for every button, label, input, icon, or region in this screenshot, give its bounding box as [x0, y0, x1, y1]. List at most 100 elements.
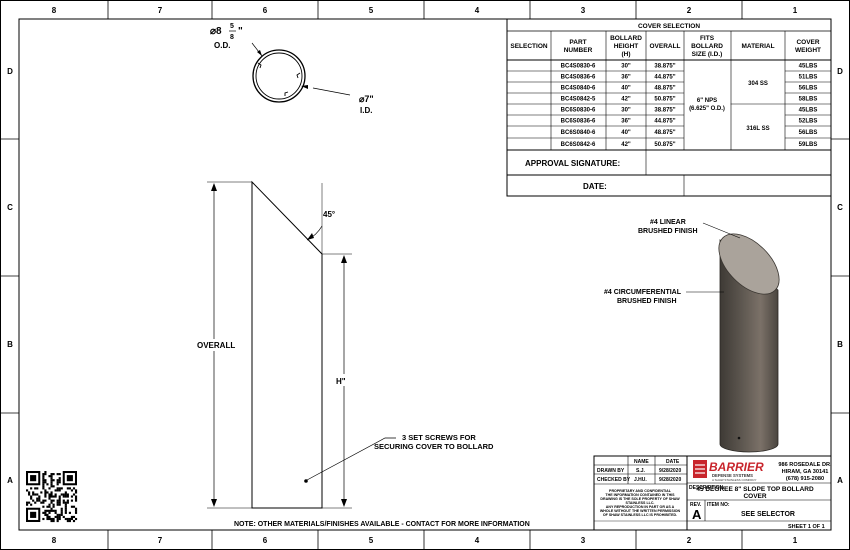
item-label: ITEM NO:	[707, 502, 730, 508]
bottom-note: NOTE: OTHER MATERIALS/FINISHES AVAILABLE…	[234, 521, 530, 528]
part-number-cell: BC4S0842-5	[561, 97, 596, 103]
cover-weight-cell: 58LBS	[799, 97, 818, 103]
header-part-number: NUMBER	[564, 47, 593, 54]
overall-cell: 48.875"	[654, 130, 675, 136]
bollard-height-cell: 40"	[621, 86, 631, 92]
fits-size: 6" NPS	[697, 98, 717, 104]
bollard-height-cell: 30"	[621, 108, 631, 114]
company-address: HIRAM, GA 30141	[782, 469, 829, 475]
zone-col-top: 2	[687, 6, 692, 15]
header-cover-weight: COVER	[796, 39, 819, 46]
svg-text:ANY REPRODUCTION IN PART OR AS: ANY REPRODUCTION IN PART OR AS A	[606, 505, 675, 509]
part-number-cell: BC6S0836-6	[561, 119, 596, 125]
company-address: (678) 915-2080	[786, 476, 824, 482]
header-bollard-height: BOLLARD	[610, 35, 642, 42]
company-logo: BARRIER DEFENSE SYSTEMS A SHAW STAINLESS…	[693, 460, 764, 482]
bollard-height-cell: 30"	[621, 64, 631, 70]
od-dimension: ⌀8	[210, 26, 222, 37]
cover-weight-cell: 56LBS	[799, 130, 818, 136]
zone-row-left: B	[7, 340, 13, 349]
header-bollard-height: HEIGHT	[614, 43, 639, 50]
svg-text:WHOLE WITHOUT THE WRITTEN PERM: WHOLE WITHOUT THE WRITTEN PERMISSION	[600, 509, 681, 513]
od-dimension-tail: "	[238, 26, 243, 37]
overall-label: OVERALL	[197, 341, 235, 350]
cover-selection-title: COVER SELECTION	[638, 23, 700, 30]
finish-top-note: #4 LINEAR	[650, 219, 686, 226]
zone-col-bottom: 8	[52, 536, 57, 545]
material-304: 304 SS	[748, 81, 768, 87]
finish-body-note: BRUSHED FINISH	[617, 298, 677, 305]
tb-date-header: DATE	[666, 459, 680, 465]
company-tagline: A SHAW STAINLESS COMPANY	[712, 478, 756, 482]
part-number-cell: BC6S0840-6	[561, 130, 596, 136]
company-address: 986 ROSEDALE DR.	[778, 462, 832, 468]
zone-col-top: 5	[369, 6, 374, 15]
overall-cell: 50.875"	[654, 142, 675, 148]
overall-cell: 44.875"	[654, 75, 675, 81]
tb-drawn-by: S.J.	[636, 468, 646, 474]
tb-checked-by: J.HU.	[634, 477, 647, 483]
tb-checked-date: 9/28/2020	[659, 477, 681, 483]
inner-border	[18, 18, 832, 531]
zone-col-bottom: 1	[793, 536, 798, 545]
qr-code	[24, 469, 79, 524]
proprietary-notice: PROPRIETARY AND CONFIDENTIAL THE INFORMA…	[600, 489, 681, 517]
bollard-height-cell: 42"	[621, 97, 631, 103]
part-number-cell: BC6S0842-6	[561, 142, 596, 148]
svg-text:PROPRIETARY AND CONFIDENTIAL: PROPRIETARY AND CONFIDENTIAL	[609, 489, 672, 493]
bollard-height-cell: 36"	[621, 119, 631, 125]
header-material: MATERIAL	[741, 43, 774, 50]
cover-weight-cell: 45LBS	[799, 108, 818, 114]
zone-row-right: A	[837, 476, 843, 485]
part-number-cell: BC4S0836-6	[561, 75, 596, 81]
svg-text:THE INFORMATION CONTAINED IN T: THE INFORMATION CONTAINED IN THIS	[605, 493, 675, 497]
part-number-cell: BC4S0830-6	[561, 64, 596, 70]
cover-weight-cell: 56LBS	[799, 86, 818, 92]
finish-body-note: #4 CIRCUMFERENTIAL	[604, 289, 682, 296]
tb-drawn-by-label: DRAWN BY	[597, 468, 625, 474]
zone-row-right: D	[837, 67, 843, 76]
overall-cell: 44.875"	[654, 119, 675, 125]
header-selection: SELECTION	[510, 43, 548, 50]
id-dimension: ⌀7"	[359, 94, 374, 104]
zone-col-top: 6	[263, 6, 268, 15]
bollard-cover-render: #4 LINEAR BRUSHED FINISH #4 CIRCUMFERENT…	[604, 219, 780, 453]
date-label: DATE:	[583, 182, 607, 191]
header-fits: BOLLARD	[691, 43, 723, 50]
tb-drawn-date: 9/28/2020	[659, 468, 681, 474]
tb-name-header: NAME	[634, 459, 649, 465]
company-name: BARRIER	[709, 460, 764, 474]
zone-col-top: 8	[52, 6, 57, 15]
approval-signature-label: APPROVAL SIGNATURE:	[525, 159, 620, 168]
zone-col-top: 3	[581, 6, 586, 15]
zone-col-bottom: 3	[581, 536, 586, 545]
description-label: DESCRIPTION:	[689, 485, 725, 491]
zone-row-left: D	[7, 67, 13, 76]
zone-col-bottom: 5	[369, 536, 374, 545]
svg-text:DRAWING IS THE SOLE PROPERTY O: DRAWING IS THE SOLE PROPERTY OF SHAW	[600, 497, 680, 501]
screws-note: 3 SET SCREWS FOR	[402, 433, 476, 442]
header-cover-weight: WEIGHT	[795, 47, 821, 54]
material-316: 316L SS	[746, 126, 769, 132]
zone-col-bottom: 6	[263, 536, 268, 545]
zone-col-top: 1	[793, 6, 798, 15]
bollard-height-cell: 42"	[621, 142, 631, 148]
od-fraction-numerator: 5	[230, 23, 234, 30]
company-subtitle: DEFENSE SYSTEMS	[712, 473, 753, 478]
fits-size: (6.625" O.D.)	[689, 106, 725, 112]
description-text: 45 DEGREE 8" SLOPE TOP BOLLARD	[696, 486, 814, 493]
sheet-number: SHEET 1 OF 1	[788, 524, 825, 530]
height-label: H"	[336, 377, 346, 386]
part-number-cell: BC6S0830-6	[561, 108, 596, 114]
rev-value: A	[692, 507, 702, 522]
overall-cell: 38.875"	[654, 108, 675, 114]
zone-col-bottom: 4	[475, 536, 480, 545]
svg-text:STAINLESS LLC.: STAINLESS LLC.	[626, 501, 655, 505]
screws-note: SECURING COVER TO BOLLARD	[374, 442, 494, 451]
cover-weight-cell: 59LBS	[799, 142, 818, 148]
table-rows: BC4S0830-6 30" 38.875" 45LBS BC4S0836-6 36" 44…	[561, 64, 818, 149]
od-fraction-denominator: 8	[230, 34, 234, 41]
zone-col-top: 4	[475, 6, 480, 15]
bollard-height-cell: 36"	[621, 75, 631, 81]
